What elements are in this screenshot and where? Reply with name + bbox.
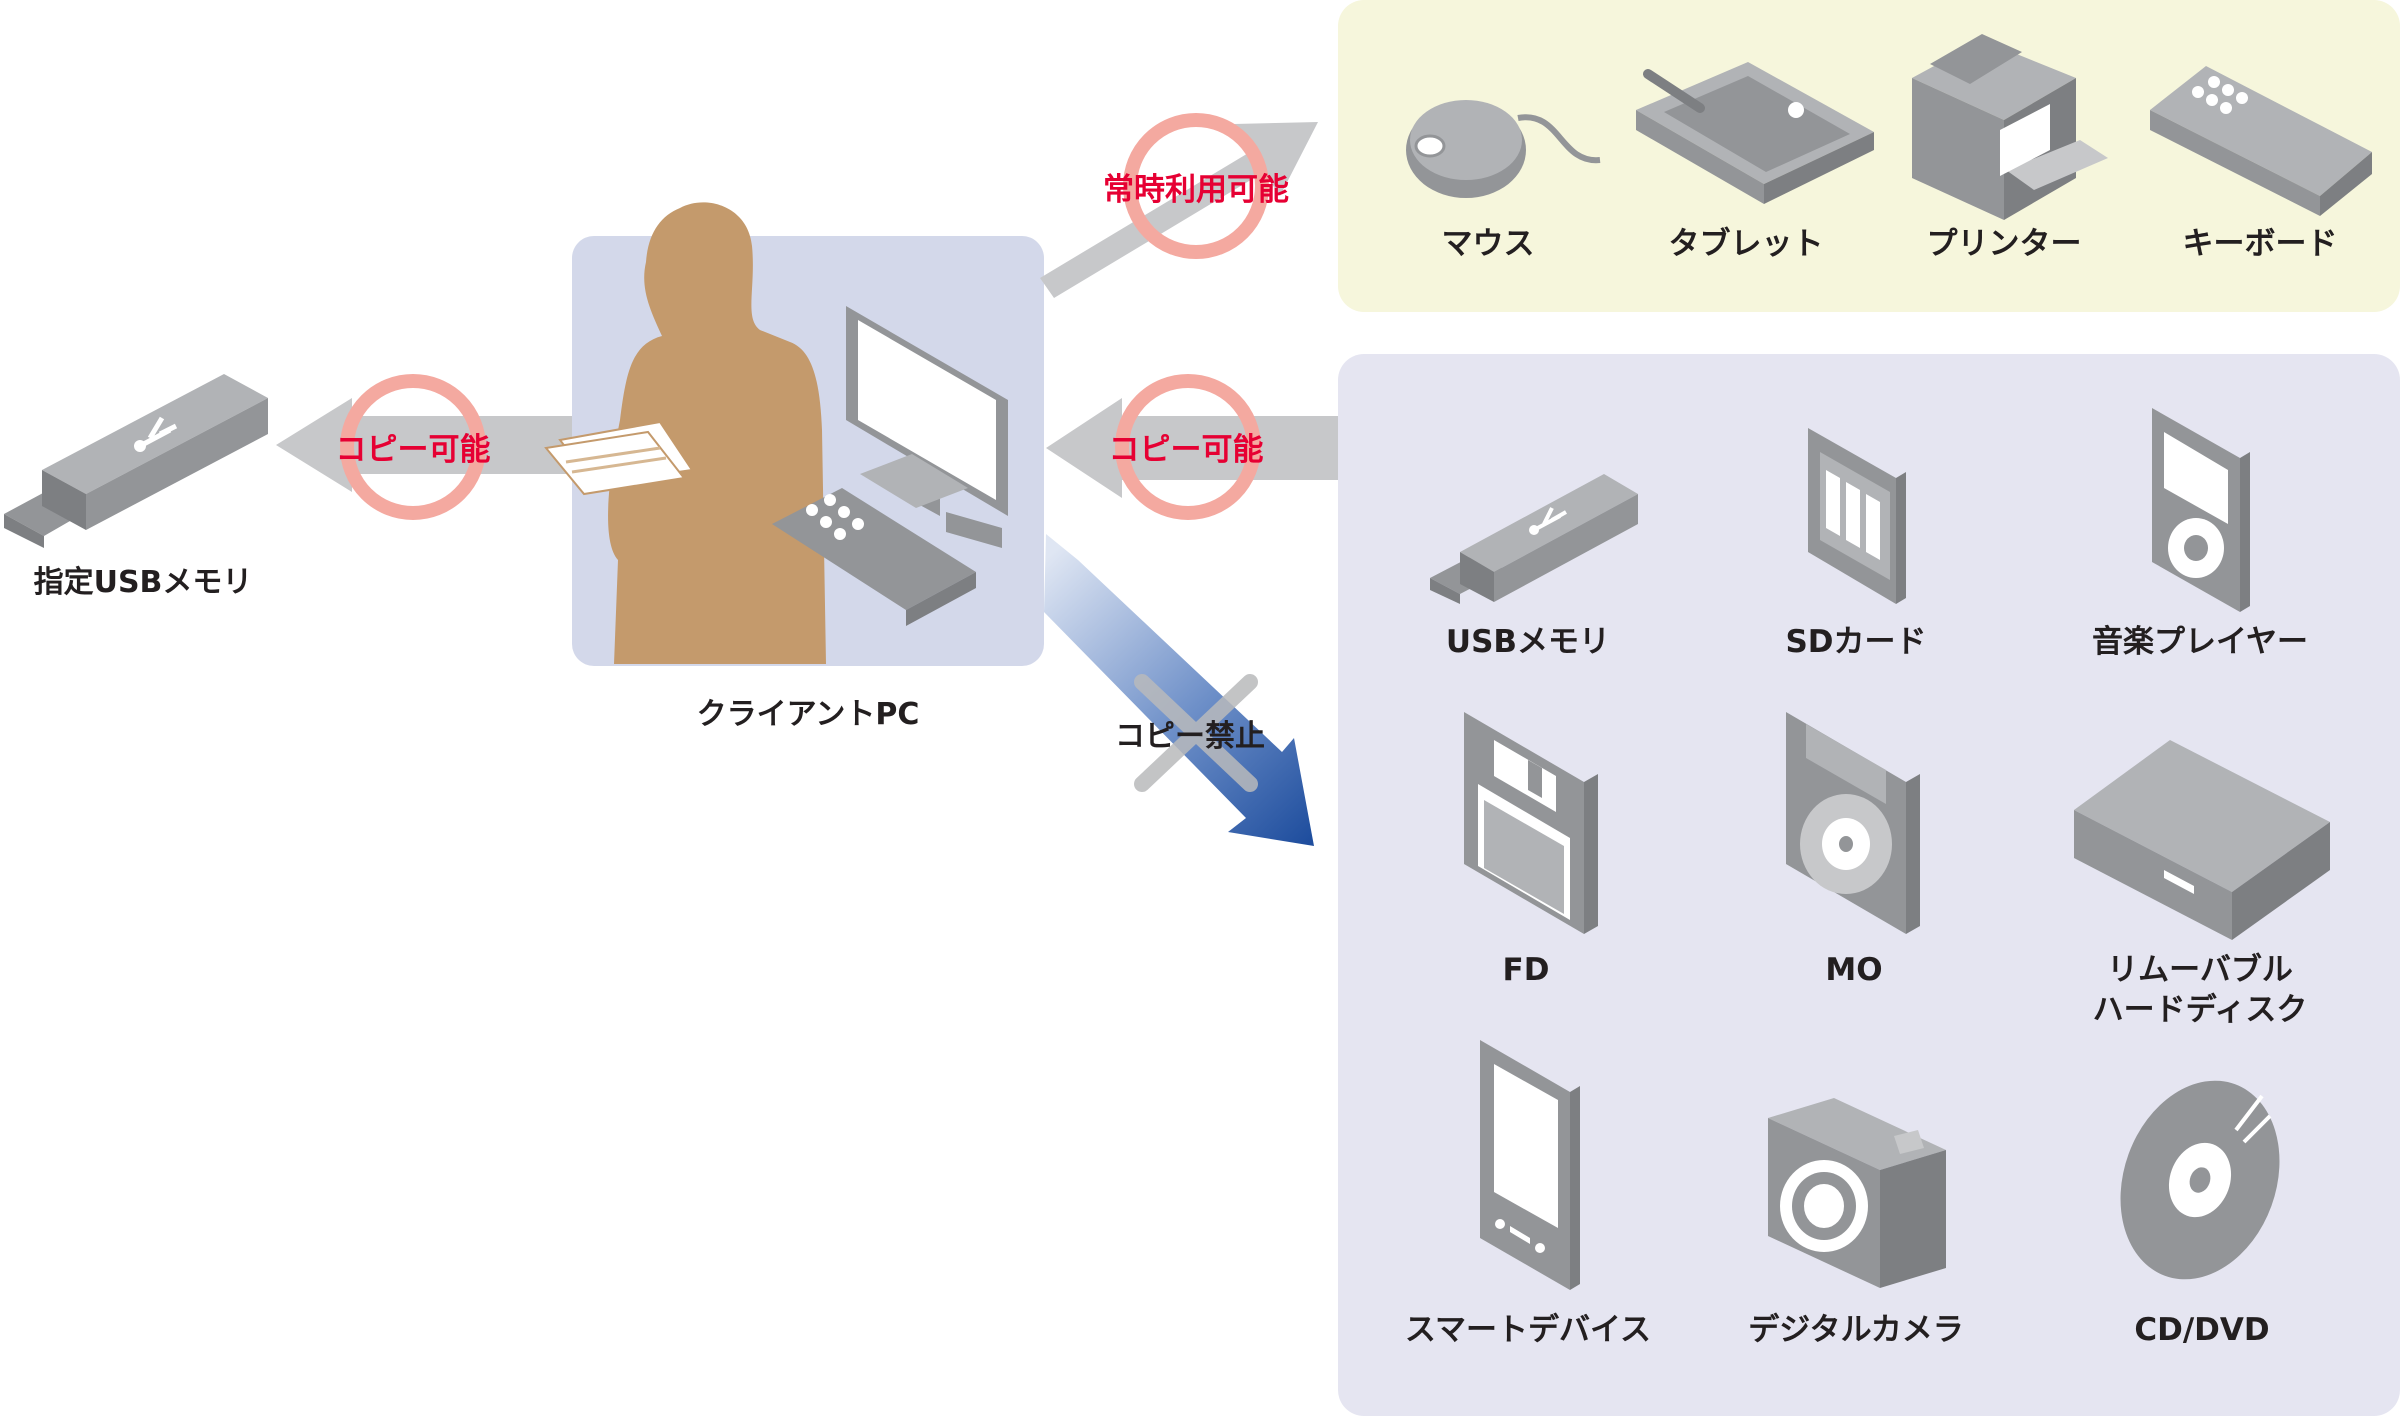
cd-dvd-icon (2120, 1080, 2280, 1280)
input-device-panel (1338, 0, 2400, 312)
storage-label-smart-device: スマートデバイス (1405, 1312, 1651, 1348)
arrow-from-storage-devices (1046, 398, 1338, 498)
input-device-label-tablet: タブレット (1669, 226, 1824, 262)
removable-hdd-icon (2074, 740, 2330, 940)
tablet-icon (1636, 62, 1874, 204)
digital-camera-icon (1768, 1098, 1946, 1288)
storage-label-cd-dvd: CD/DVD (2134, 1312, 2269, 1348)
usb-memory-icon (1430, 474, 1638, 604)
flow-label-to-storage: コピー禁止 (1115, 719, 1265, 754)
designated-usb-label: 指定USBメモリ (34, 565, 253, 600)
allowed-ring-usb (340, 374, 486, 520)
allowed-ring-storage (1115, 374, 1261, 520)
printer-icon (1912, 34, 2108, 220)
storage-label-usb-memory: USBメモリ (1446, 624, 1610, 660)
keyboard-icon (2150, 66, 2372, 216)
input-device-label-mouse: マウス (1442, 226, 1535, 262)
storage-label-music-player: 音楽プレイヤー (2092, 624, 2308, 660)
music-player-icon (2152, 408, 2250, 612)
storage-label-digital-camera: デジタルカメラ (1748, 1312, 1963, 1348)
storage-label-sd-card: SDカード (1785, 624, 1926, 660)
sd-card-icon (1808, 428, 1906, 604)
input-device-label-keyboard: キーボード (2183, 226, 2338, 262)
storage-label-removable-hdd-line2: ハードディスク (2093, 992, 2308, 1028)
storage-label-mo: MO (1825, 952, 1882, 988)
client-pc-label: クライアントPC (697, 697, 920, 732)
smart-device-icon (1480, 1040, 1580, 1290)
arrow-to-storage-blocked (1044, 534, 1314, 846)
allowed-ring-input (1123, 113, 1269, 259)
designated-usb-icon (4, 374, 268, 548)
paper-document-icon (544, 420, 694, 496)
input-device-label-printer: プリンター (1927, 226, 2082, 262)
forbidden-cross-icon (1134, 674, 1258, 792)
client-keyboard-icon (772, 488, 976, 626)
storage-label-fd: FD (1503, 952, 1550, 988)
floppy-disk-icon (1464, 712, 1598, 934)
flow-label-from-storage: コピー可能 (1109, 432, 1264, 468)
client-monitor-icon (846, 306, 1008, 548)
mo-disk-icon (1786, 712, 1920, 934)
storage-label-removable-hdd-line1: リムーバブル (2107, 952, 2293, 988)
client-person-silhouette (608, 202, 826, 664)
mouse-icon (1406, 100, 1601, 198)
flow-label-to-usb: コピー可能 (336, 432, 491, 468)
flow-label-to-input: 常時利用可能 (1103, 172, 1289, 208)
arrow-to-input-devices (1040, 122, 1318, 298)
